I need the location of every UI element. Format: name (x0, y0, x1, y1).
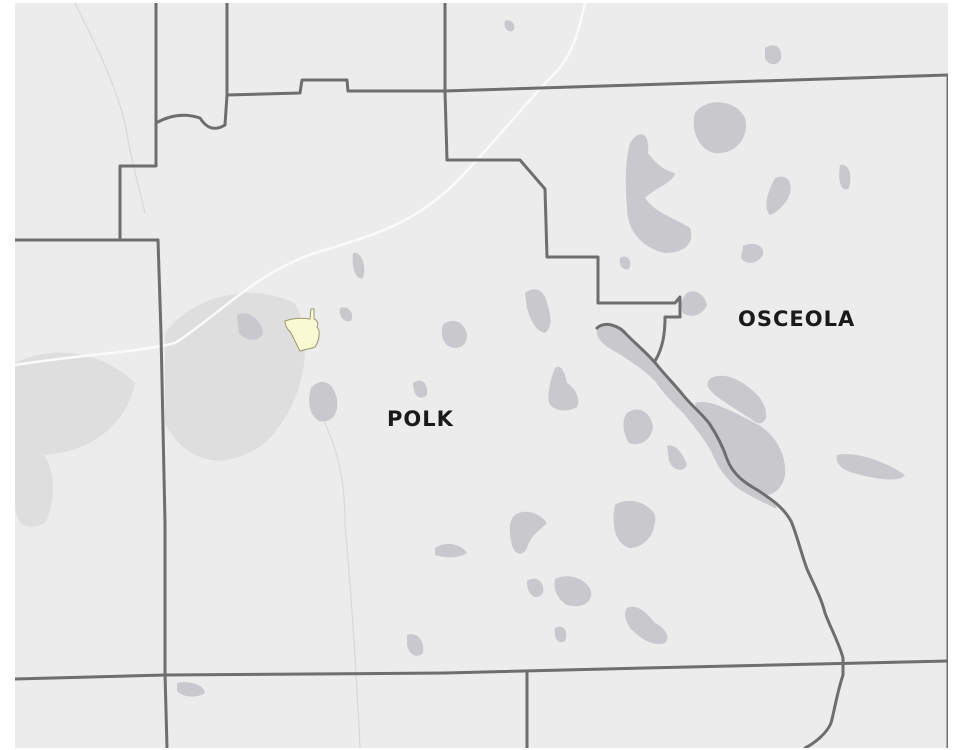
basemap[interactable] (15, 3, 948, 748)
county-label-polk: POLK (387, 407, 454, 431)
highlighted-area[interactable] (284, 308, 320, 352)
county-label-osceola: OSCEOLA (738, 307, 856, 331)
urban-areas (15, 293, 305, 527)
highway-road (15, 3, 587, 367)
map-view[interactable]: POLK OSCEOLA (15, 3, 948, 748)
lakes (177, 20, 905, 697)
county-boundaries (15, 3, 948, 748)
